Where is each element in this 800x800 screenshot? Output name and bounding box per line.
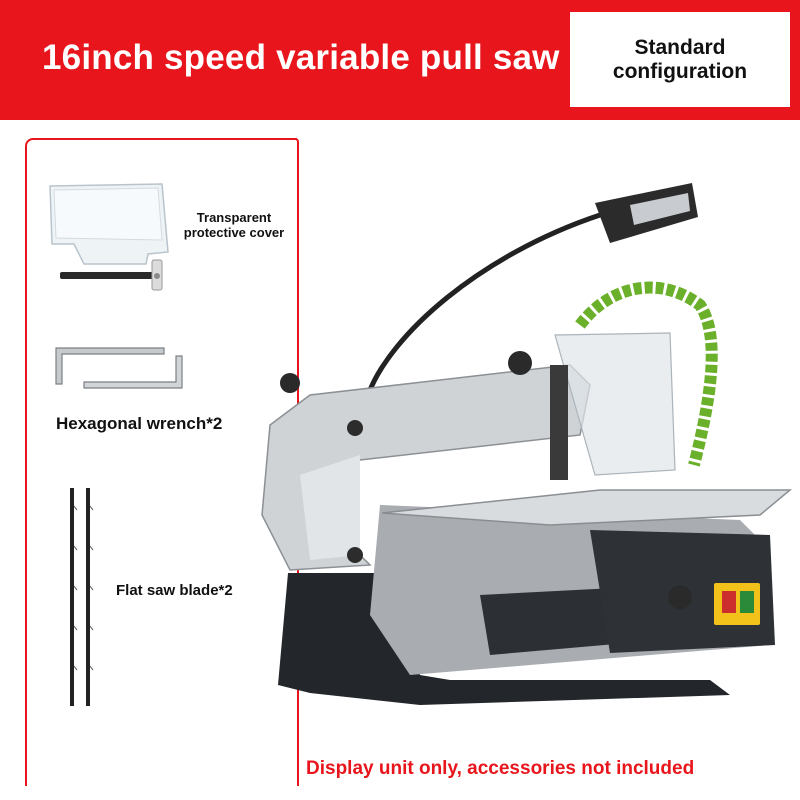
config-badge: Standard configuration <box>570 12 790 107</box>
accessories-frame <box>25 138 297 786</box>
blade-label: Flat saw blade*2 <box>116 582 233 599</box>
disclaimer-note: Display unit only, accessories not inclu… <box>306 758 695 779</box>
saw-blade-icon <box>70 488 94 706</box>
product-title: 16inch speed variable pull saw <box>42 38 560 77</box>
hex-wrench-icon <box>55 347 183 389</box>
cover-label: Transparent protective cover <box>183 210 285 240</box>
scroll-saw-machine-icon <box>261 183 793 705</box>
protective-cover-icon <box>49 183 169 291</box>
header-banner: 16inch speed variable pull saw Standard … <box>0 0 800 120</box>
config-label: Standard configuration <box>612 35 748 83</box>
wrench-label: Hexagonal wrench*2 <box>56 414 223 433</box>
